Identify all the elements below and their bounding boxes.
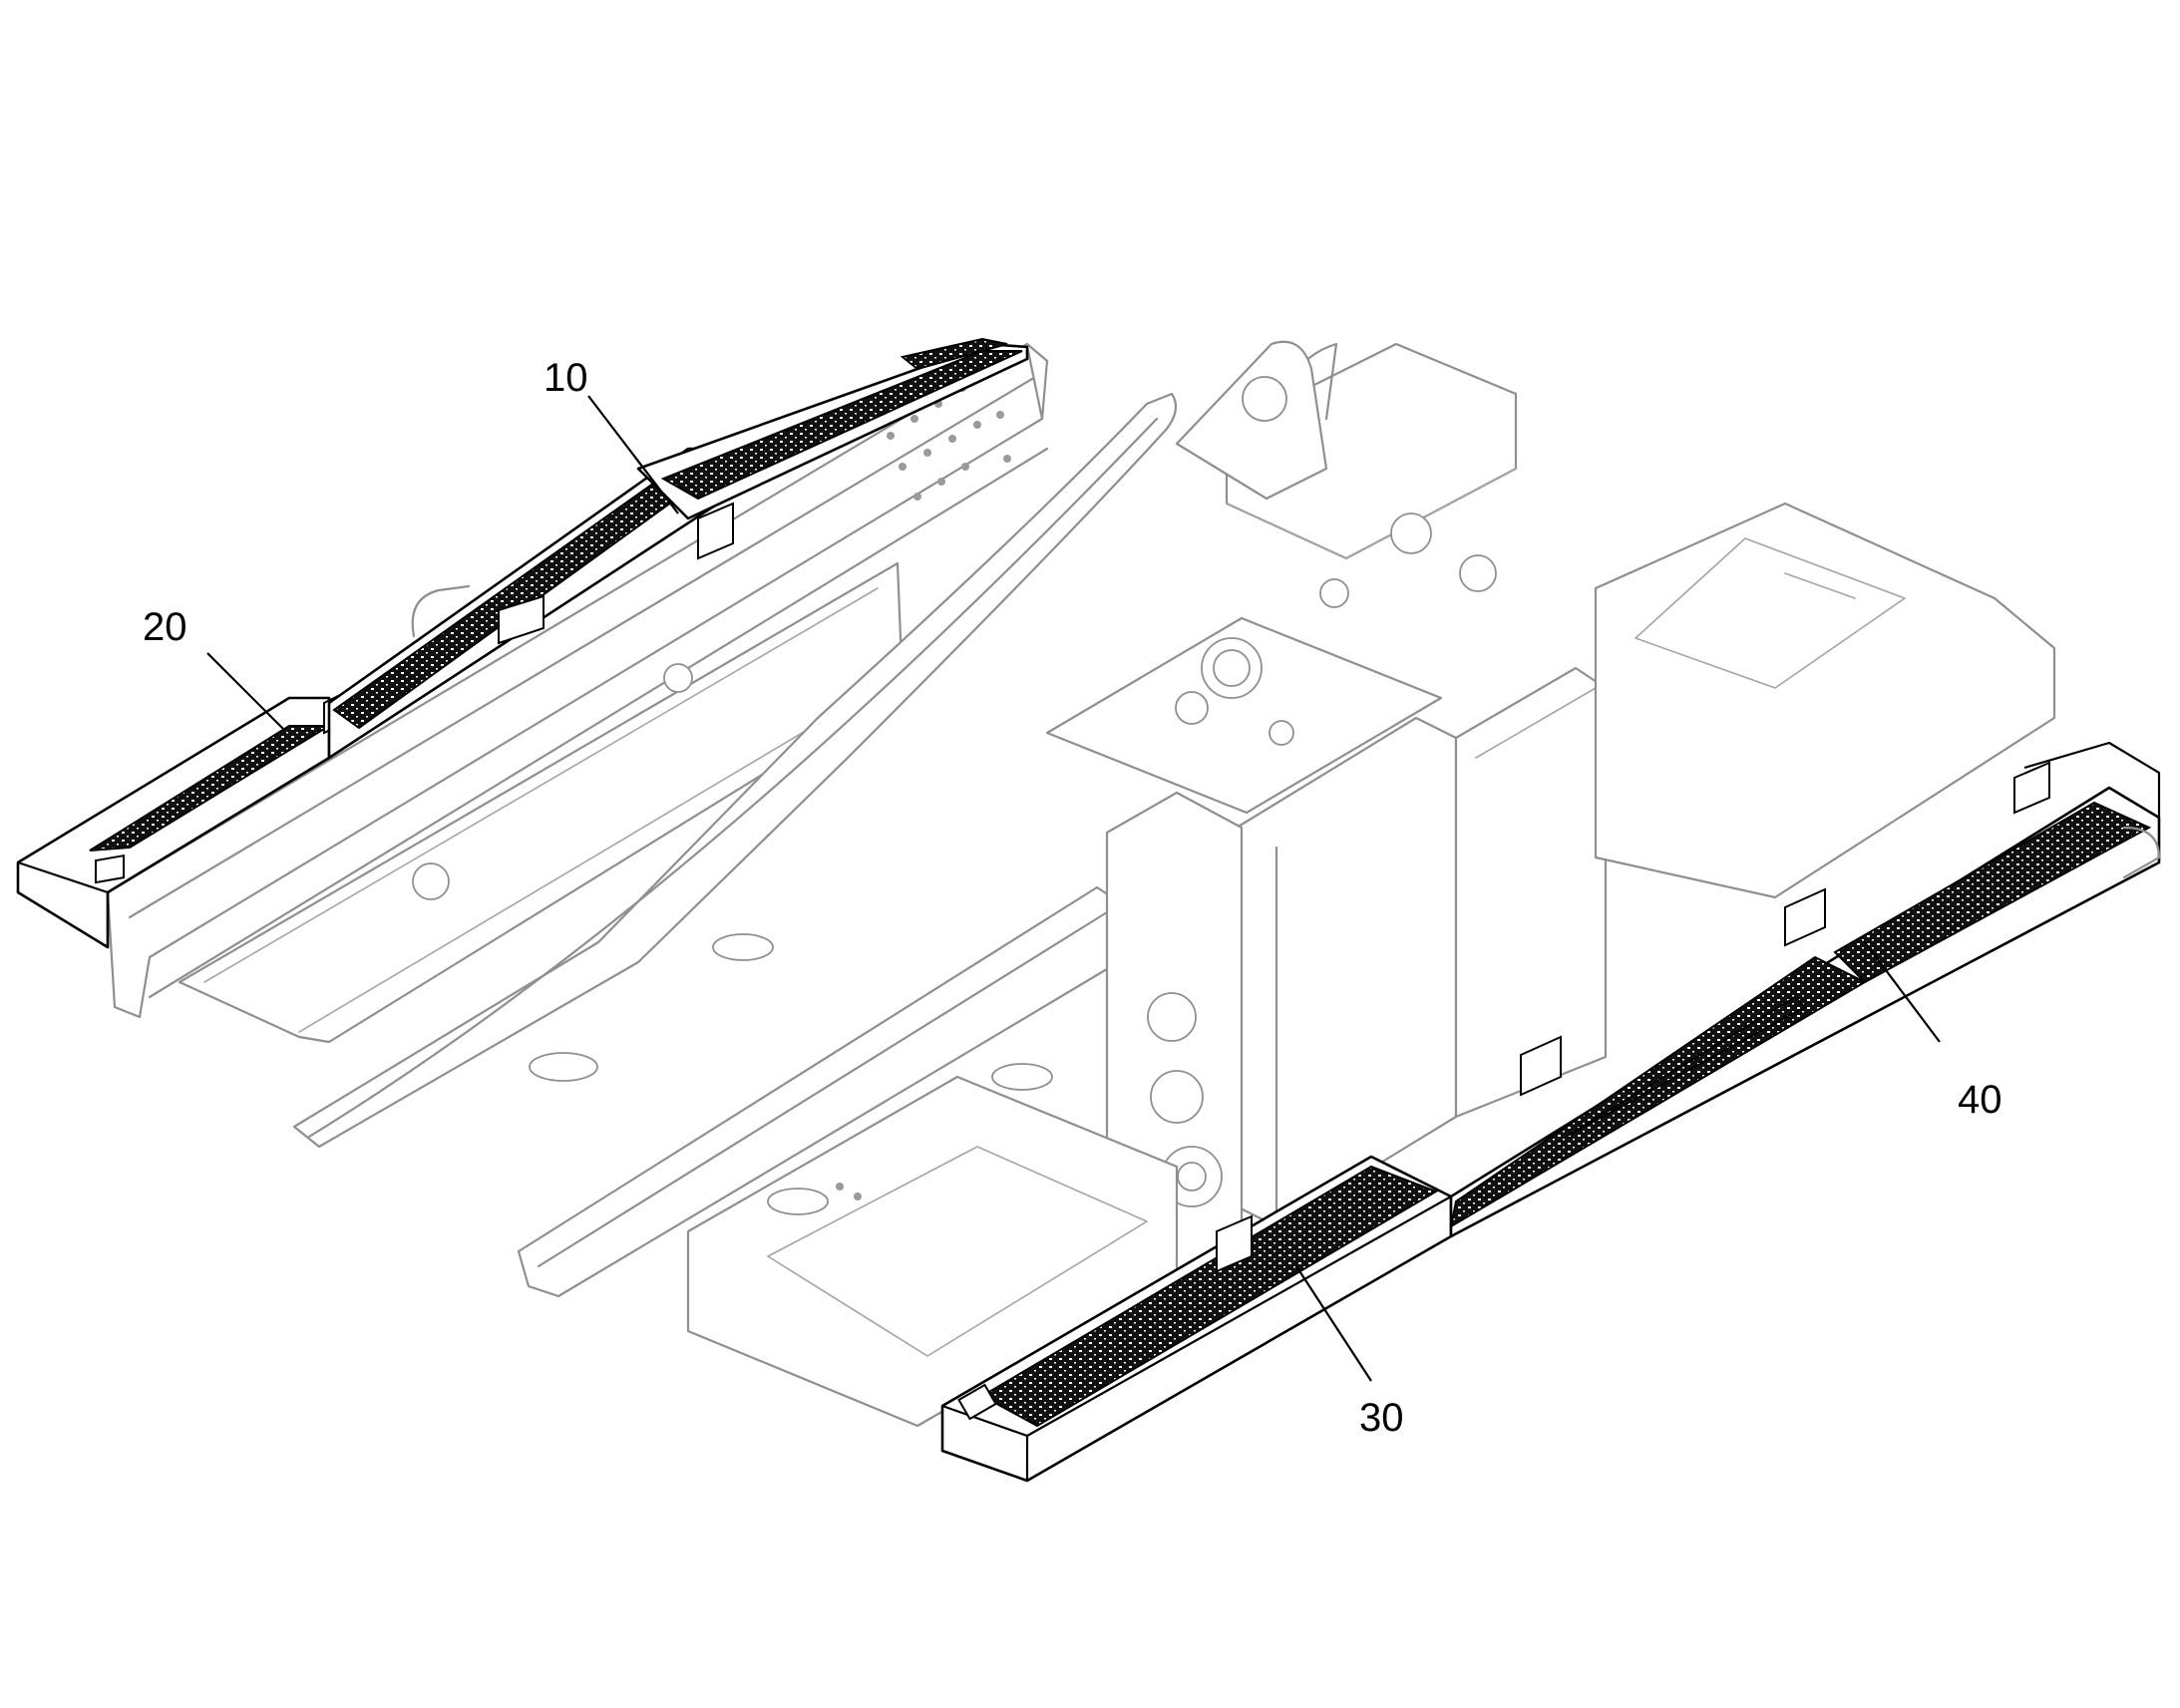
callout-label: 30 — [1359, 1396, 1404, 1440]
step-assembly-40 — [1449, 741, 2161, 1238]
callout-10: 10 — [544, 356, 679, 514]
leader-line — [587, 395, 679, 514]
centre-deck — [1045, 616, 1443, 815]
step-assembly-10 — [327, 337, 1029, 760]
step-assembly-20 — [16, 691, 345, 949]
left-tray — [178, 561, 905, 1044]
filler-cap-2 — [1390, 512, 1432, 554]
leader-line — [1864, 941, 1941, 1043]
step-assembly-30 — [940, 1155, 1453, 1483]
rubber-mounts — [529, 933, 1053, 1215]
callout-label: 10 — [544, 356, 588, 400]
callout-30: 30 — [1295, 1265, 1404, 1440]
callout-20: 20 — [143, 605, 285, 731]
right-side-rail — [1594, 502, 2056, 899]
leader-line — [1295, 1265, 1372, 1382]
chassis-frame — [106, 340, 2056, 1428]
deck-bolts — [836, 384, 1011, 1200]
leader-line — [206, 652, 285, 731]
rear-lug — [1175, 340, 1328, 501]
callout-label: 40 — [1958, 1078, 2002, 1122]
left-side-rail — [106, 342, 1049, 1019]
callout-40: 40 — [1864, 941, 2002, 1122]
callout-label: 20 — [143, 605, 187, 649]
left-curved-beam — [292, 392, 1178, 1149]
fuel-tank — [1454, 666, 1608, 1119]
